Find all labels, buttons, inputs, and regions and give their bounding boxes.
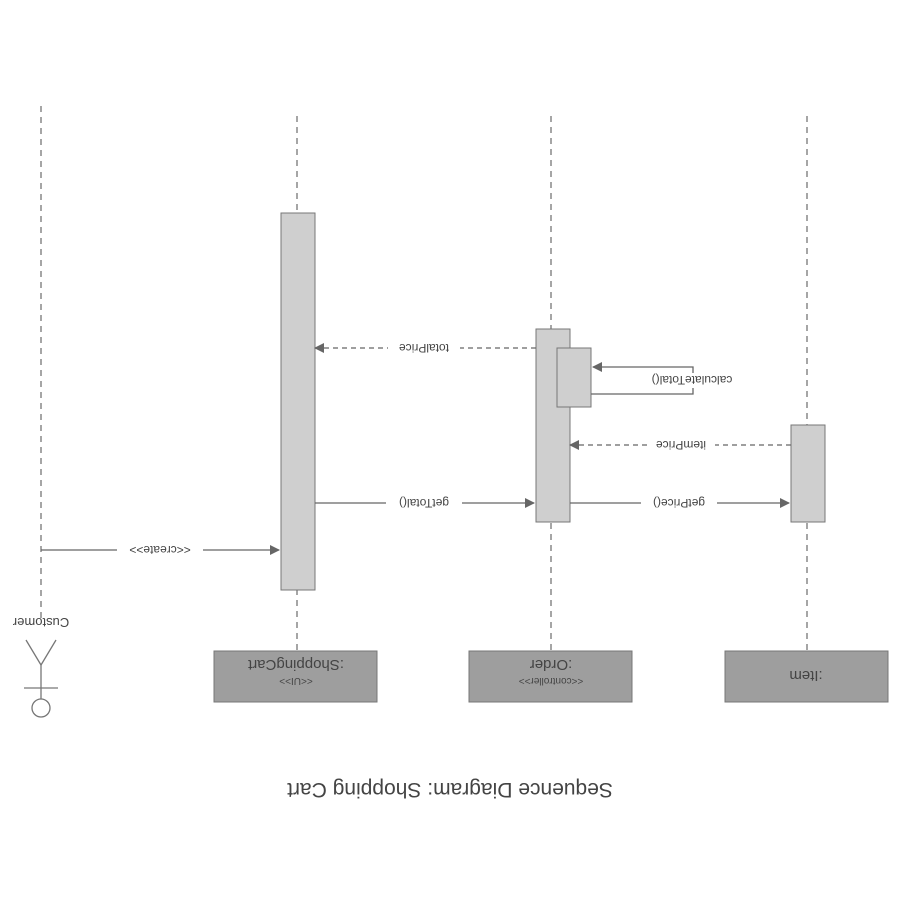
activation-cart	[280, 212, 316, 591]
object-stereotype-order: <<controller>>	[519, 675, 584, 686]
message-create-label-bg	[117, 543, 203, 558]
actor-label: Customer	[12, 615, 69, 630]
actor-leg-right	[25, 639, 42, 666]
actor-customer[interactable]: Customer	[12, 615, 69, 718]
message-totalPrice-label-bg	[388, 341, 460, 356]
actor-leg-left	[40, 639, 57, 666]
diagram-title: Sequence Diagram: Shopping Cart	[287, 778, 613, 801]
message-getTotal-label: getTotal()	[399, 496, 449, 510]
message-itemPrice-label-bg	[647, 438, 715, 453]
message-getPrice-label: getPrice()	[653, 496, 705, 510]
message-getTotal-label-bg	[386, 496, 462, 511]
message-calculateTotal-label: calculateTotal()	[652, 373, 733, 387]
message-totalPrice-label: totalPrice	[399, 341, 449, 355]
object-box-item[interactable]	[724, 650, 889, 703]
message-calculateTotal-label-bg	[633, 373, 751, 388]
message-create-label: <<create>>	[129, 543, 190, 557]
object-stereotype-cart: <<UI>>	[279, 675, 313, 686]
object-box-order[interactable]	[468, 650, 633, 703]
rotated-diagram-group: <<UI>> :ShoppingCart <<controller>> :Ord…	[12, 105, 889, 801]
object-box-cart[interactable]	[213, 650, 378, 703]
actor-head	[31, 698, 51, 718]
object-name-cart: :ShoppingCart	[247, 656, 344, 673]
activation-order-self	[556, 347, 592, 408]
activation-item	[790, 424, 826, 523]
message-itemPrice-label: itemPrice	[656, 438, 706, 452]
message-getPrice-label-bg	[641, 496, 717, 511]
object-name-order: :Order	[530, 656, 573, 673]
object-name-item: :Item	[789, 667, 822, 684]
